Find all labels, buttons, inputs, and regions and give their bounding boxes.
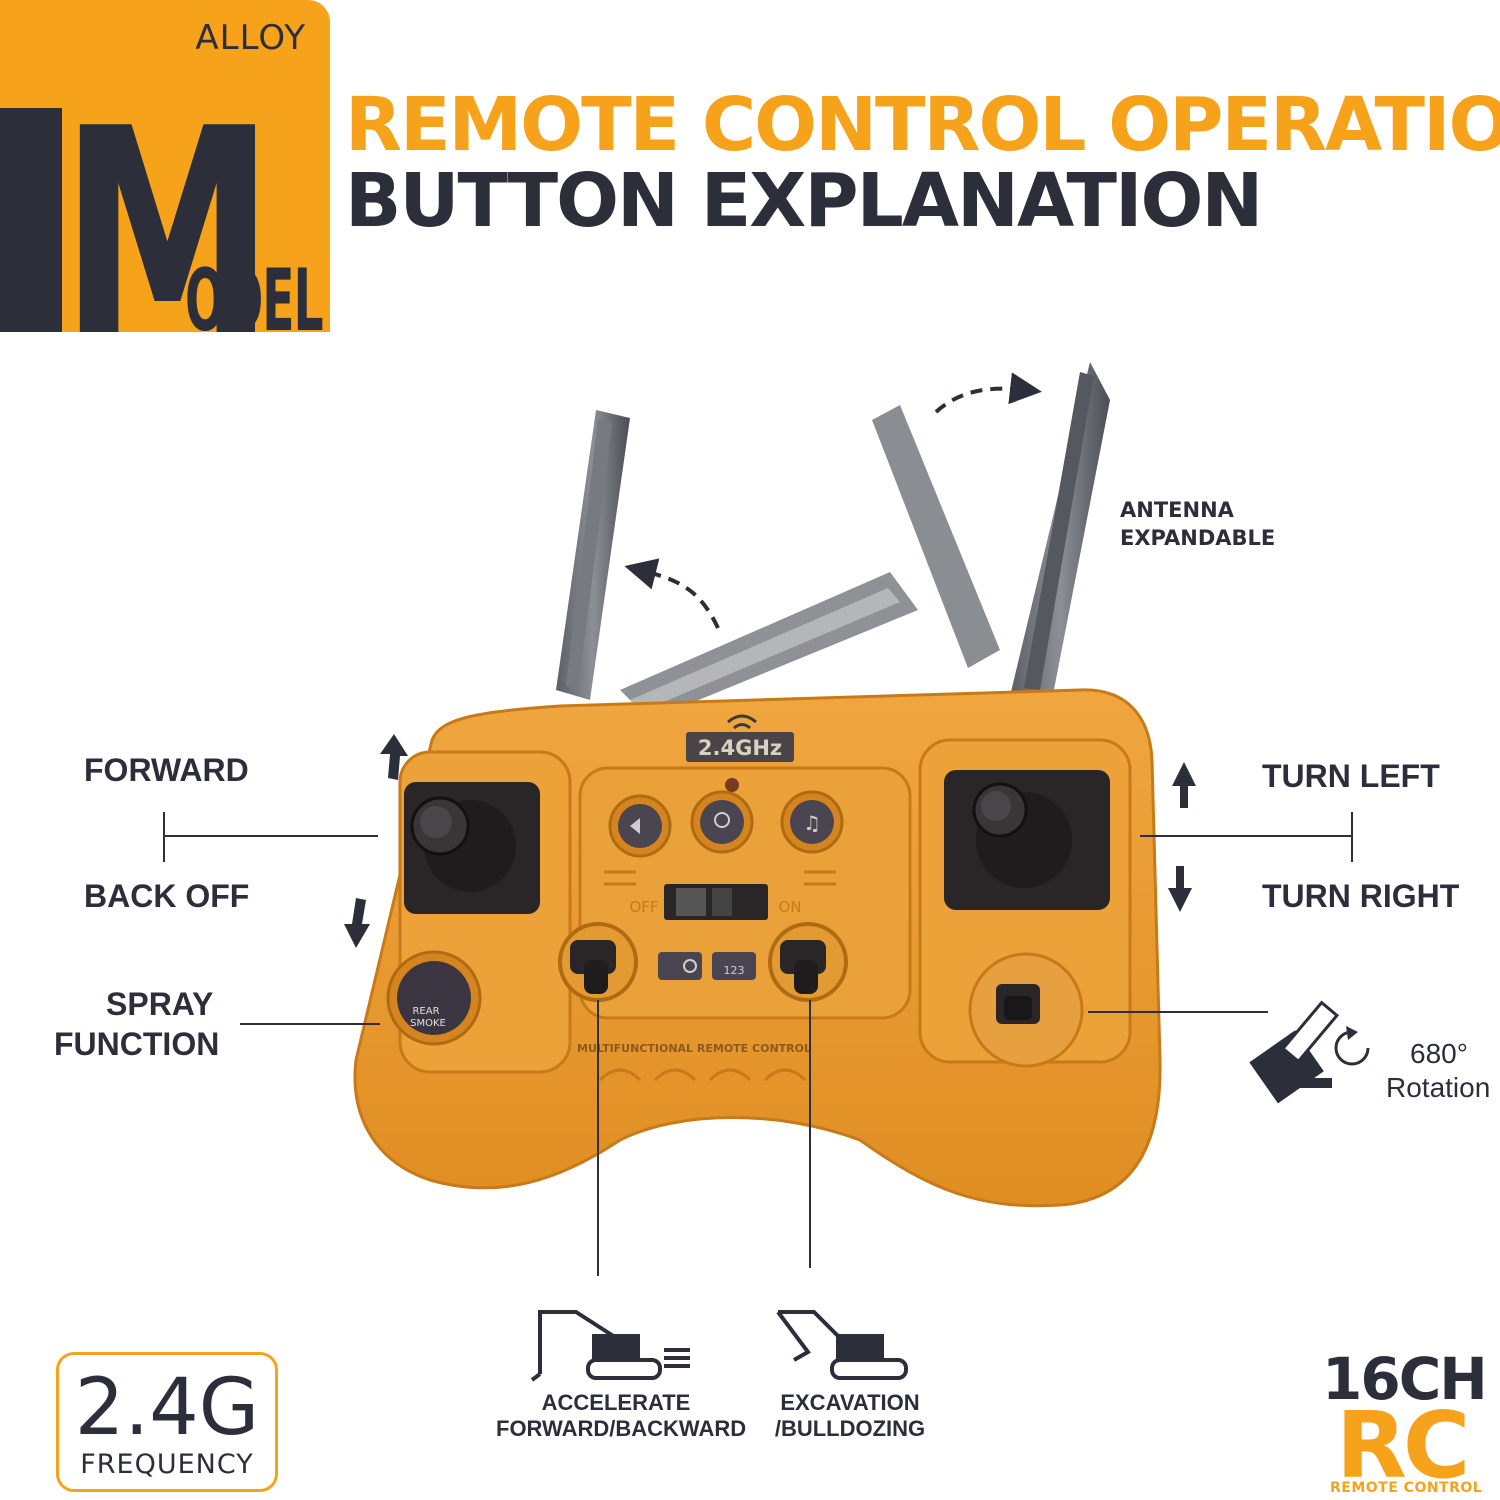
back-arrow-icon <box>344 898 370 948</box>
antenna-left-folded <box>620 572 918 720</box>
antenna-arrow-left <box>624 558 720 629</box>
power-switch[interactable] <box>664 884 768 920</box>
logo-letter-m: M <box>60 65 275 333</box>
switch-indicator-lines <box>604 870 836 886</box>
antenna-arrow-right <box>934 372 1042 414</box>
svg-text:SMOKE: SMOKE <box>410 1018 446 1029</box>
mode-button[interactable]: 123 <box>712 952 756 980</box>
svg-text:♫: ♫ <box>803 811 821 835</box>
excavation-label-line2: /BULLDOZING <box>774 1416 926 1441</box>
rc-badge-subtitle: REMOTE CONTROL <box>1330 1480 1483 1496</box>
accelerate-label-line1: ACCELERATE <box>541 1390 691 1415</box>
frequency-label: 2.4GHz <box>698 736 782 760</box>
left-joystick[interactable] <box>404 782 540 914</box>
back-off-label: BACK OFF <box>84 878 250 914</box>
status-led <box>725 778 739 792</box>
accelerate-label-line2: FORWARD/BACKWARD <box>496 1416 747 1441</box>
rotation-knob[interactable] <box>968 952 1084 1068</box>
antenna-left <box>556 410 630 700</box>
wifi-signal-icon <box>727 714 757 730</box>
turn-right-arrow-icon <box>1168 866 1192 912</box>
light-button[interactable] <box>690 790 754 854</box>
horn-button[interactable] <box>608 794 672 858</box>
excavator-icon-accelerate <box>530 1310 690 1382</box>
excavation-label-line1: EXCAVATION <box>780 1390 920 1415</box>
svg-text:123: 123 <box>724 964 745 977</box>
grip-ridges <box>598 1068 807 1082</box>
turn-right-label: TURN RIGHT <box>1262 878 1460 914</box>
frequency-badge-label: FREQUENCY <box>80 1449 254 1480</box>
logo-alloy-text: ALLOY <box>195 18 306 58</box>
turn-left-arrow-icon <box>1172 762 1196 808</box>
spray-label-line1: SPRAY <box>106 986 214 1022</box>
logo-dark-block <box>0 108 62 332</box>
antenna-label-line1: ANTENNA <box>1120 498 1234 522</box>
antenna-right-folded <box>872 405 1000 668</box>
excavator-icon-excavation <box>776 1310 908 1380</box>
frequency-badge-value: 2.4G <box>74 1363 260 1453</box>
forward-label: FORWARD <box>84 752 249 788</box>
rotation-word-label: Rotation <box>1386 1072 1491 1103</box>
antenna-right <box>1010 362 1110 700</box>
leader-lines <box>163 812 1353 1276</box>
logo-letters-odel: ODEL <box>185 251 324 332</box>
power-off-label: OFF <box>629 898 658 916</box>
music-button[interactable]: ♫ <box>780 790 844 854</box>
right-joystick[interactable] <box>944 770 1110 910</box>
panel-text: MULTIFUNCTIONAL REMOTE CONTROL <box>577 1042 811 1055</box>
rotation-icon <box>1249 1000 1370 1104</box>
power-on-label: ON <box>778 898 801 916</box>
page-title-line2: BUTTON EXPLANATION <box>345 158 1263 244</box>
brand-logo: ALLOY M ODEL <box>0 0 330 332</box>
spray-button[interactable]: REAR SMOKE <box>386 950 482 1046</box>
turn-left-label: TURN LEFT <box>1262 758 1440 794</box>
svg-text:REAR: REAR <box>412 1006 439 1017</box>
frequency-plate <box>686 732 794 762</box>
key-button[interactable] <box>658 952 702 980</box>
rc-badge: RC <box>1336 1392 1470 1499</box>
forward-arrow-icon <box>380 734 408 780</box>
page-title-line1: REMOTE CONTROL OPERATION <box>345 82 1500 168</box>
rotation-degrees-label: 680° <box>1410 1038 1468 1069</box>
channels-badge: 16CH <box>1322 1345 1488 1413</box>
spray-label-line2: FUNCTION <box>54 1026 220 1062</box>
excavation-stick[interactable] <box>768 922 848 1002</box>
accelerate-stick[interactable] <box>558 922 638 1002</box>
frequency-badge: 2.4G FREQUENCY <box>56 1352 278 1492</box>
antenna-label-line2: EXPANDABLE <box>1120 526 1276 550</box>
